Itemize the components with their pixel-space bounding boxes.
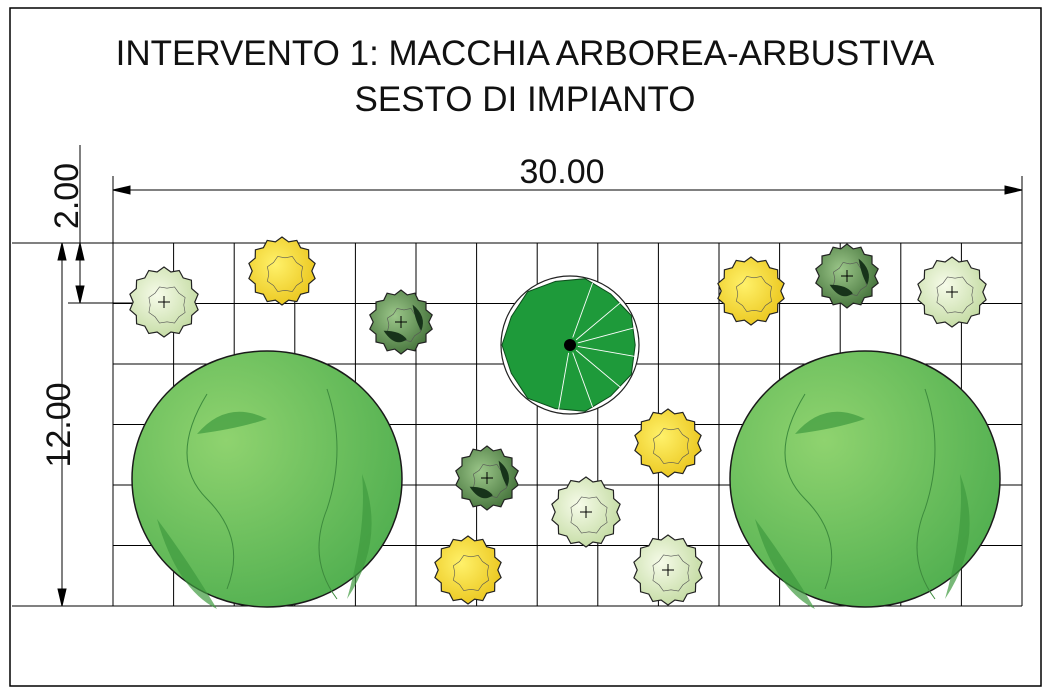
- dimension-width-label: 30.00: [519, 153, 604, 191]
- yellow-shrub: [248, 236, 316, 306]
- yellow-shrub: [717, 256, 785, 326]
- large-tree-left: [131, 350, 403, 609]
- plants-layer: [129, 236, 1001, 609]
- pale-shrub: [917, 256, 987, 328]
- dimension-height-label: 12.00: [40, 382, 78, 467]
- drawing-title-line1: INTERVENTO 1: MACCHIA ARBOREA-ARBUSTIVA: [115, 34, 935, 73]
- dimension-offset-label: 2.00: [48, 163, 86, 229]
- pale-shrub: [633, 534, 703, 606]
- pale-shrub: [551, 476, 621, 548]
- dimension-height: [12, 242, 113, 607]
- yellow-shrub: [434, 535, 502, 605]
- dark-shrub: [455, 445, 519, 511]
- sheet-border: [9, 7, 1042, 687]
- large-tree-right: [729, 350, 1001, 609]
- dimension-width: [112, 176, 1023, 606]
- dark-shrub: [815, 243, 879, 309]
- yellow-shrub: [634, 408, 702, 478]
- pale-shrub: [129, 266, 199, 338]
- dimension-offset: [68, 145, 165, 304]
- drawing-title-line2: SESTO DI IMPIANTO: [354, 80, 696, 119]
- conifer-tree: [500, 275, 640, 415]
- dark-shrub: [369, 289, 433, 355]
